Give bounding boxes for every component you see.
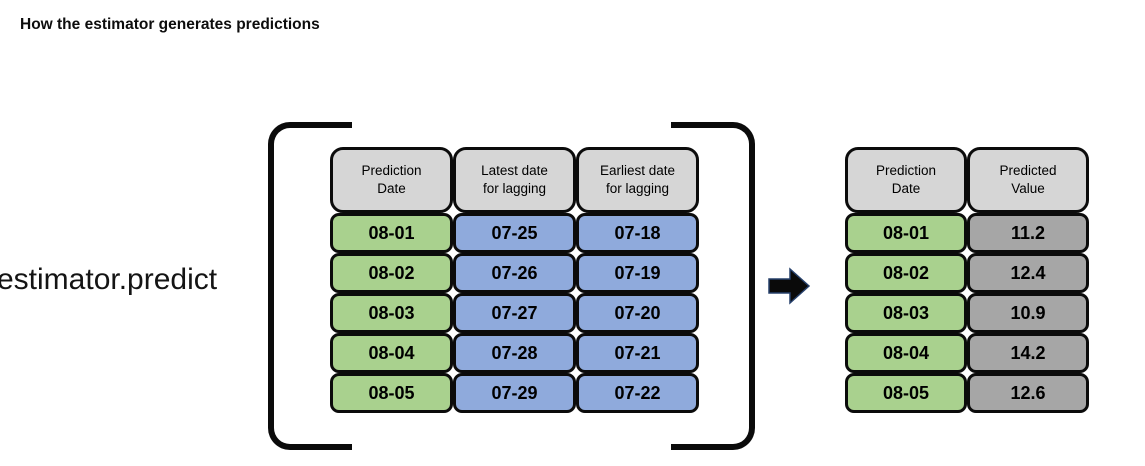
input-header-earliest-date: Earliest date for lagging	[576, 147, 699, 213]
prediction-date-cell: 08-01	[845, 213, 967, 253]
prediction-date-cell: 08-03	[330, 293, 453, 333]
prediction-date-cell: 08-05	[330, 373, 453, 413]
latest-lag-cell: 07-28	[453, 333, 576, 373]
right-block-arrow-icon	[768, 267, 811, 305]
right-bracket	[671, 122, 755, 450]
predicted-value-cell: 11.2	[967, 213, 1089, 253]
prediction-date-cell: 08-04	[845, 333, 967, 373]
input-header-prediction-date: Prediction Date	[330, 147, 453, 213]
latest-lag-cell: 07-26	[453, 253, 576, 293]
output-table: Prediction Date Predicted Value 08-01 11…	[845, 147, 1089, 413]
earliest-lag-cell: 07-18	[576, 213, 699, 253]
prediction-date-cell: 08-03	[845, 293, 967, 333]
earliest-lag-cell: 07-19	[576, 253, 699, 293]
prediction-date-cell: 08-02	[845, 253, 967, 293]
latest-lag-cell: 07-25	[453, 213, 576, 253]
prediction-date-cell: 08-05	[845, 373, 967, 413]
latest-lag-cell: 07-29	[453, 373, 576, 413]
estimator-predict-label: estimator.predict	[0, 263, 218, 296]
prediction-date-cell: 08-02	[330, 253, 453, 293]
earliest-lag-cell: 07-21	[576, 333, 699, 373]
output-header-prediction-date: Prediction Date	[845, 147, 967, 213]
predicted-value-cell: 12.4	[967, 253, 1089, 293]
predicted-value-cell: 12.6	[967, 373, 1089, 413]
output-header-predicted-value: Predicted Value	[967, 147, 1089, 213]
left-bracket	[268, 122, 352, 450]
predicted-value-cell: 14.2	[967, 333, 1089, 373]
latest-lag-cell: 07-27	[453, 293, 576, 333]
prediction-date-cell: 08-01	[330, 213, 453, 253]
predicted-value-cell: 10.9	[967, 293, 1089, 333]
page-title: How the estimator generates predictions	[20, 16, 320, 33]
earliest-lag-cell: 07-20	[576, 293, 699, 333]
prediction-date-cell: 08-04	[330, 333, 453, 373]
input-table: Prediction Date Latest date for lagging …	[330, 147, 699, 413]
earliest-lag-cell: 07-22	[576, 373, 699, 413]
input-header-latest-date: Latest date for lagging	[453, 147, 576, 213]
